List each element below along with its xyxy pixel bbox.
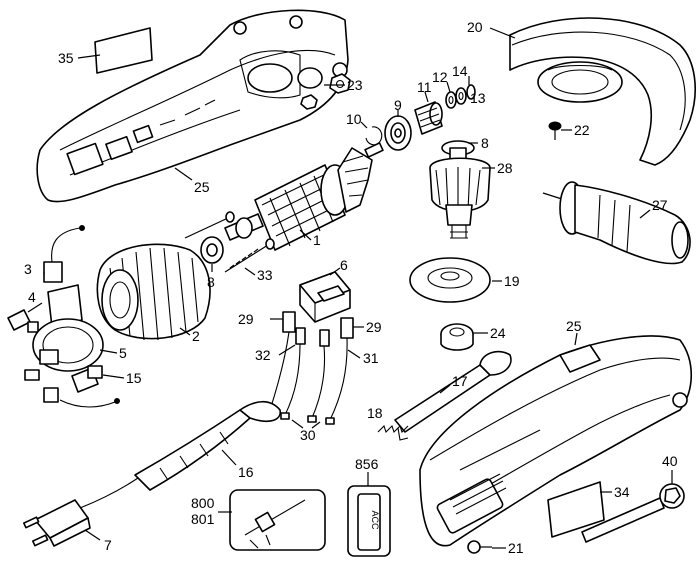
callout-16: 16	[238, 464, 254, 480]
callout-29-left: 29	[238, 311, 254, 327]
screws-33	[184, 211, 275, 273]
callout-22: 22	[574, 122, 590, 138]
callout-18: 18	[367, 405, 383, 421]
callout-8-lower: 8	[207, 274, 215, 290]
callout-7: 7	[104, 537, 112, 553]
callout-856: 856	[355, 456, 379, 472]
screw-22	[548, 121, 562, 140]
flange-19	[409, 257, 491, 303]
terminal-15	[43, 365, 120, 408]
brush-plate-5	[24, 284, 104, 381]
warning-label-35	[94, 27, 153, 74]
callout-17: 17	[452, 373, 468, 389]
callout-10: 10	[346, 111, 362, 127]
callout-5: 5	[119, 345, 127, 361]
spring-18	[377, 424, 409, 434]
pinion-11	[414, 101, 443, 135]
callout-25-lower: 25	[566, 318, 582, 334]
spindle-lock-17	[394, 350, 512, 441]
callout-9: 9	[394, 97, 402, 113]
field-2	[96, 243, 211, 341]
callout-13: 13	[470, 90, 486, 106]
callout-23: 23	[347, 77, 363, 93]
bearing-8-lower	[200, 236, 224, 264]
brush-4	[7, 309, 39, 333]
callout-33: 33	[257, 267, 273, 283]
switch-6	[299, 271, 351, 323]
callout-25-upper: 25	[194, 179, 210, 195]
callout-6: 6	[340, 257, 348, 273]
callout-28: 28	[497, 160, 513, 176]
parts-inset-856	[347, 485, 391, 557]
side-handle-27	[542, 181, 691, 265]
callout-29-right: 29	[366, 319, 382, 335]
callout-labels: 35 23 25 10 9 11 12 13 14 20 22 8 28 27 …	[24, 19, 678, 556]
leads-30	[265, 311, 354, 425]
gear-case-28	[429, 140, 491, 239]
lock-nut-24	[440, 323, 474, 351]
parts-inset-800-801	[229, 489, 326, 551]
cord-plug-7	[23, 477, 139, 547]
callout-20: 20	[467, 19, 483, 35]
cord-guard-16	[134, 400, 281, 491]
callout-21: 21	[508, 540, 524, 556]
leader-lines	[27, 27, 673, 549]
callout-800: 800	[191, 495, 215, 511]
bearing-9	[384, 115, 412, 151]
callout-2: 2	[192, 328, 200, 344]
callout-15: 15	[126, 370, 142, 386]
armature-1	[224, 142, 384, 251]
callout-14: 14	[452, 63, 468, 79]
nut-23	[300, 73, 351, 110]
washers-12-14	[445, 84, 476, 109]
retaining-ring-10	[365, 126, 383, 146]
label-34	[547, 481, 605, 538]
screw-21	[467, 540, 492, 554]
callout-19: 19	[504, 273, 520, 289]
callout-35: 35	[58, 50, 74, 66]
callout-4: 4	[28, 289, 36, 305]
callout-24: 24	[490, 325, 506, 341]
callout-40: 40	[662, 453, 678, 469]
callout-34: 34	[614, 484, 630, 500]
callout-801: 801	[191, 511, 215, 527]
callout-30: 30	[300, 427, 316, 443]
callout-11: 11	[417, 79, 432, 95]
wheel-guard-20	[509, 17, 696, 166]
callout-27: 27	[652, 197, 668, 213]
callout-31: 31	[363, 350, 379, 366]
brush-holder-3	[43, 225, 85, 283]
callout-12: 12	[432, 69, 448, 85]
housing-half-upper	[36, 9, 349, 203]
callout-8-upper: 8	[481, 135, 489, 151]
callout-1: 1	[313, 232, 321, 248]
callout-3: 3	[24, 261, 32, 277]
housing-assembled-25	[419, 335, 692, 547]
tag-856-text: ACC	[370, 510, 380, 530]
callout-32: 32	[255, 347, 271, 363]
